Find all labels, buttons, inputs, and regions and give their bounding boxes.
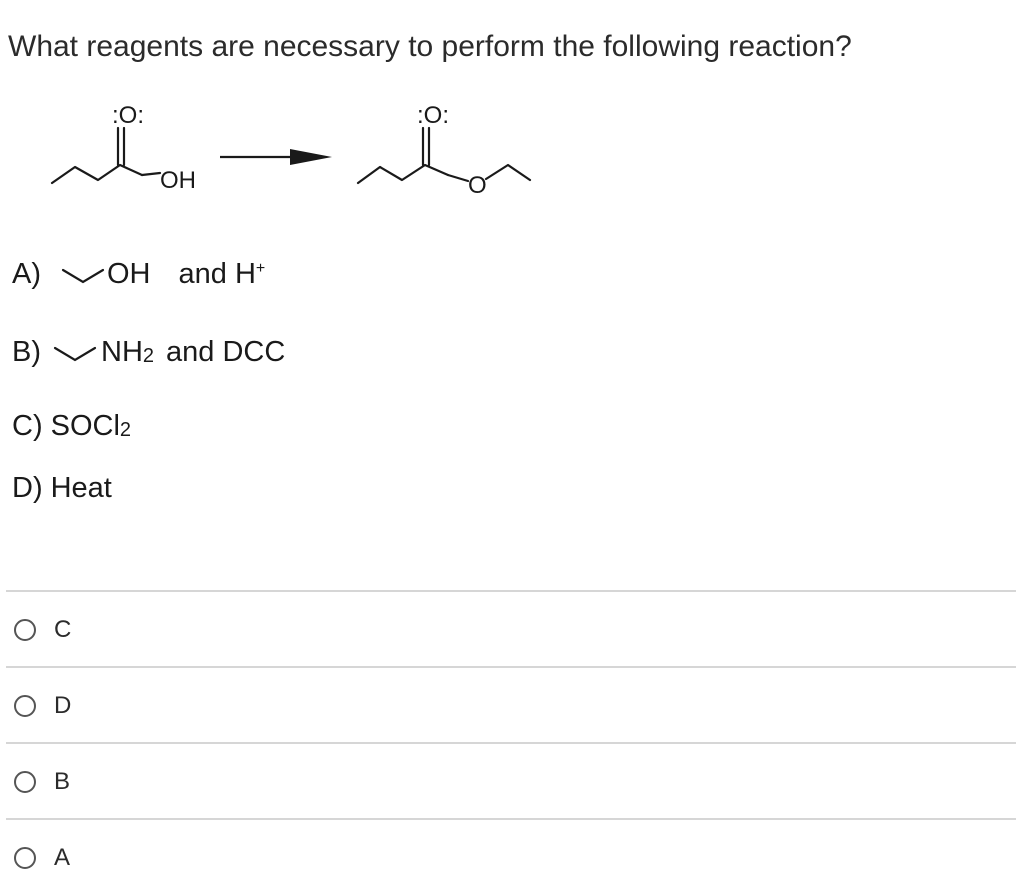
option-b-letter: B) <box>12 336 41 368</box>
radio-button[interactable] <box>14 771 36 793</box>
product-carbonyl-oxygen: :O: <box>417 102 449 129</box>
answer-label: B <box>54 768 71 795</box>
answer-label: A <box>54 844 71 871</box>
question-text: What reagents are necessary to perform t… <box>8 30 852 63</box>
option-a-text: and H <box>178 258 256 290</box>
divider <box>6 590 1016 592</box>
option-c-letter: C) <box>12 410 43 442</box>
radio-button[interactable] <box>14 695 36 717</box>
product-ester-oxygen: O <box>468 172 487 199</box>
product-structure <box>356 126 532 185</box>
option-b-text: and DCC <box>166 336 286 368</box>
ethyl-group-icon <box>61 268 105 283</box>
reactant-structure <box>50 126 162 185</box>
answer-label: C <box>54 616 72 643</box>
answer-choice-c[interactable]: C <box>14 610 71 650</box>
option-d-letter: D) <box>12 472 43 504</box>
radio-button[interactable] <box>14 847 36 869</box>
option-a: A) OH and H+ <box>12 258 265 291</box>
reaction-scheme: :O: OH :O: O <box>40 95 580 205</box>
option-c-subscript: 2 <box>119 419 132 441</box>
answer-choice-b[interactable]: B <box>14 762 70 802</box>
option-b-subscript: 2 <box>142 345 155 367</box>
divider <box>6 666 1016 668</box>
option-b-formula: NH <box>101 336 143 368</box>
divider <box>6 818 1016 820</box>
answer-choice-a[interactable]: A <box>14 838 70 878</box>
option-a-superscript: + <box>255 259 266 277</box>
option-a-formula: OH <box>107 258 151 290</box>
option-c-text: SOCl <box>50 410 120 442</box>
radio-button[interactable] <box>14 619 36 641</box>
ethyl-group-icon <box>53 346 97 361</box>
reactant-hydroxyl: OH <box>160 167 196 194</box>
option-d-text: Heat <box>50 472 112 504</box>
option-d: D) Heat <box>12 472 112 505</box>
reaction-arrow <box>220 149 332 165</box>
divider <box>6 742 1016 744</box>
answer-choice-d[interactable]: D <box>14 686 71 726</box>
reactant-carbonyl-oxygen: :O: <box>112 102 144 129</box>
answer-label: D <box>54 692 72 719</box>
reaction-diagram: :O: OH :O: O <box>50 102 532 199</box>
option-a-letter: A) <box>12 258 41 290</box>
